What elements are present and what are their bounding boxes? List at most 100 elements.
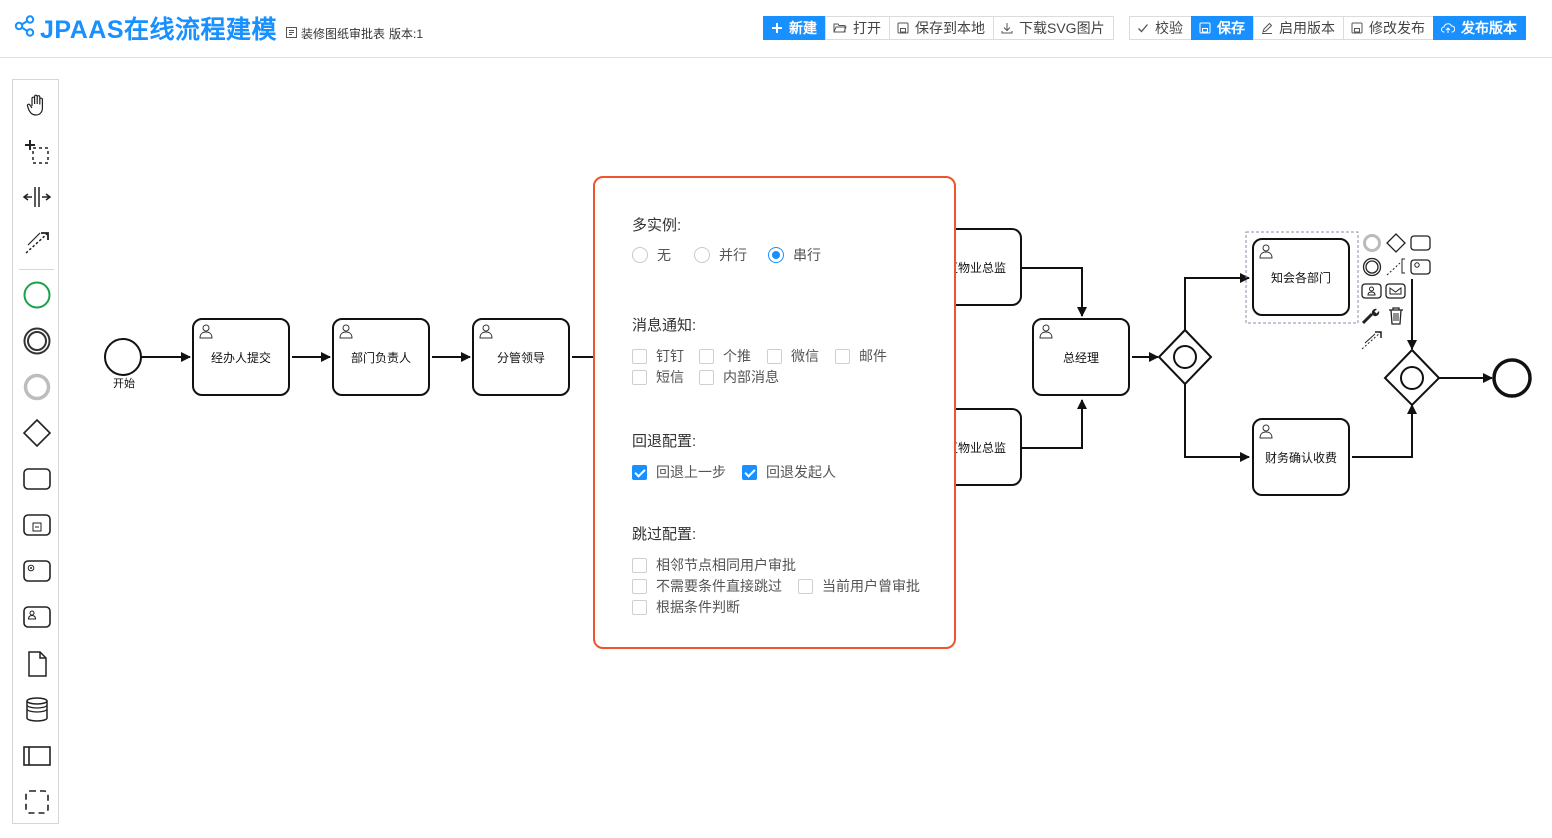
save-local-button[interactable]: 保存到本地: [889, 16, 994, 40]
download-svg-button[interactable]: 下载SVG图片: [993, 16, 1114, 40]
notify-push-checkbox[interactable]: 个推: [699, 346, 751, 366]
checkbox-label: 邮件: [859, 348, 887, 364]
share-nodes-icon: [14, 14, 36, 42]
end-event[interactable]: [1492, 358, 1532, 398]
validate-button[interactable]: 校验: [1129, 16, 1192, 40]
save-local-button-label: 保存到本地: [915, 20, 985, 36]
wrench-icon[interactable]: [1361, 306, 1383, 331]
app-header: JPAAS在线流程建模 装修图纸审批表 版本:1 新建 打开 保存到本地 下载S…: [0, 0, 1552, 58]
task-finance-confirm[interactable]: 财务确认收费: [1252, 418, 1350, 496]
gateway-split[interactable]: [1157, 328, 1213, 386]
hand-tool-icon[interactable]: [13, 92, 60, 118]
save-button[interactable]: 保存: [1191, 16, 1254, 40]
open-button[interactable]: 打开: [825, 16, 890, 40]
checkbox-label: 微信: [791, 348, 819, 364]
data-store-icon[interactable]: [13, 696, 60, 724]
user-icon: [1258, 243, 1274, 262]
lasso-tool-icon[interactable]: [13, 138, 60, 166]
append-intermediate-event-icon[interactable]: [1362, 257, 1382, 282]
change-type-icon[interactable]: [1410, 258, 1432, 281]
modify-publish-button[interactable]: 修改发布: [1343, 16, 1434, 40]
notify-sms-checkbox[interactable]: 短信: [632, 367, 684, 387]
checkbox-label: 不需要条件直接跳过: [656, 578, 782, 594]
start-event-icon[interactable]: [13, 280, 60, 310]
enable-version-button[interactable]: 启用版本: [1253, 16, 1344, 40]
checkbox-label: 相邻节点相同用户审批: [656, 557, 796, 573]
radio-label: 无: [657, 247, 671, 263]
multi-instance-label: 多实例:: [632, 217, 682, 234]
form-icon: [286, 26, 297, 41]
end-event-icon[interactable]: [13, 372, 60, 402]
subprocess-icon[interactable]: [13, 512, 60, 538]
append-end-event-icon[interactable]: [1362, 233, 1382, 258]
notify-internal-message-checkbox[interactable]: 内部消息: [699, 367, 779, 387]
append-task-icon[interactable]: [1410, 234, 1432, 257]
download-svg-button-label: 下载SVG图片: [1019, 20, 1105, 36]
connections-layer: [104, 231, 1532, 462]
validate-button-label: 校验: [1155, 20, 1183, 36]
diagram-canvas[interactable]: 开始 经办人提交 部门负责人 分管领导 区物业总监 区物业总监 总经理 知会各部…: [0, 58, 1552, 838]
notification-label: 消息通知:: [632, 317, 697, 334]
radio-label: 串行: [793, 247, 821, 263]
notify-dingtalk-checkbox[interactable]: 钉钉: [632, 346, 684, 366]
checkbox-label: 回退上一步: [656, 464, 726, 480]
user-icon: [1038, 323, 1054, 342]
user-task-type-icon[interactable]: [1361, 282, 1383, 305]
user-icon: [338, 323, 354, 342]
space-tool-icon[interactable]: [13, 184, 60, 210]
user-task-icon[interactable]: [13, 604, 60, 630]
task-label: 部门负责人: [350, 350, 411, 365]
multi-instance-none-radio[interactable]: 无: [632, 245, 671, 265]
toolbar-group-2: 校验 保存 启用版本 修改发布 发布版本: [1129, 16, 1526, 40]
text-annotation-icon[interactable]: [1386, 257, 1408, 282]
task-notify-departments[interactable]: 知会各部门: [1252, 238, 1350, 316]
start-event[interactable]: [104, 338, 142, 376]
tool-palette: [12, 79, 59, 824]
rollback-label: 回退配置:: [632, 433, 697, 450]
task-general-manager[interactable]: 总经理: [1032, 318, 1130, 396]
service-task-icon[interactable]: [13, 558, 60, 584]
skip-by-condition-checkbox[interactable]: 根据条件判断: [632, 597, 740, 617]
task-icon[interactable]: [13, 466, 60, 492]
connect-icon[interactable]: [1361, 330, 1383, 355]
gateway-icon[interactable]: [13, 418, 60, 448]
publish-version-button-label: 发布版本: [1461, 20, 1517, 36]
intermediate-event-icon[interactable]: [13, 326, 60, 356]
task-label: 总经理: [1062, 350, 1099, 365]
logo: JPAAS在线流程建模: [14, 10, 277, 46]
user-icon: [478, 323, 494, 342]
skip-user-previously-approved-checkbox[interactable]: 当前用户曾审批: [798, 576, 920, 596]
notify-wechat-checkbox[interactable]: 微信: [767, 346, 819, 366]
user-icon: [198, 323, 214, 342]
skip-config-label: 跳过配置:: [632, 526, 697, 543]
task-division-lead[interactable]: 分管领导: [472, 318, 570, 396]
skip-unconditional-checkbox[interactable]: 不需要条件直接跳过: [632, 576, 782, 596]
new-button-label: 新建: [789, 20, 817, 36]
gateway-join[interactable]: [1383, 348, 1441, 407]
skip-same-user-adjacent-checkbox[interactable]: 相邻节点相同用户审批: [632, 555, 796, 575]
open-button-label: 打开: [853, 20, 881, 36]
global-connect-icon[interactable]: [13, 228, 60, 256]
task-handler-submit[interactable]: 经办人提交: [192, 318, 290, 396]
notify-email-checkbox[interactable]: 邮件: [835, 346, 887, 366]
rollback-previous-step-checkbox[interactable]: 回退上一步: [632, 462, 726, 482]
message-task-icon[interactable]: [1385, 282, 1407, 305]
modify-publish-button-label: 修改发布: [1369, 20, 1425, 36]
node-config-popup: 多实例: 无 并行 串行 消息通知: 钉钉 个推 微信 邮件 短信 内部消息 回…: [593, 176, 956, 649]
publish-version-button[interactable]: 发布版本: [1433, 16, 1526, 40]
data-object-icon[interactable]: [13, 650, 60, 678]
checkbox-label: 个推: [723, 348, 751, 364]
task-label: 知会各部门: [1270, 270, 1331, 285]
rollback-initiator-checkbox[interactable]: 回退发起人: [742, 462, 836, 482]
task-label: 区物业总监: [946, 440, 1007, 455]
task-label: 经办人提交: [210, 350, 271, 365]
new-button[interactable]: 新建: [763, 16, 826, 40]
enable-version-button-label: 启用版本: [1279, 20, 1335, 36]
pool-icon[interactable]: [13, 744, 60, 768]
delete-icon[interactable]: [1387, 306, 1405, 331]
multi-instance-parallel-radio[interactable]: 并行: [694, 245, 747, 265]
append-gateway-icon[interactable]: [1386, 233, 1406, 258]
task-dept-head[interactable]: 部门负责人: [332, 318, 430, 396]
multi-instance-serial-radio[interactable]: 串行: [768, 245, 821, 265]
checkbox-label: 钉钉: [656, 348, 684, 364]
